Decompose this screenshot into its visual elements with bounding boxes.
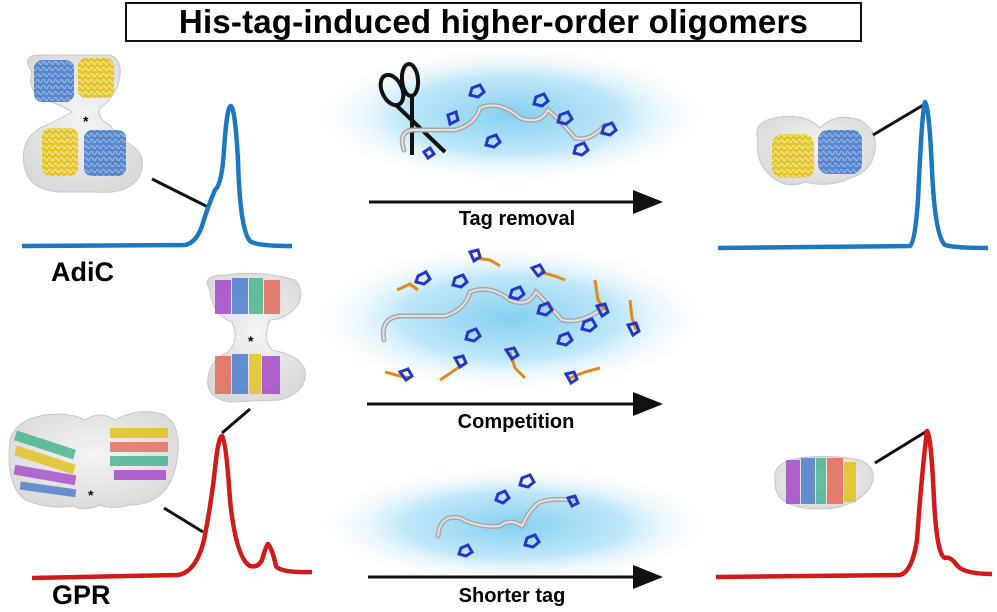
- gpr-oligomer-map-top: *: [206, 272, 306, 403]
- adic-pointer-left: [151, 177, 211, 210]
- free-histidine-icon: [384, 248, 641, 386]
- gpr-pointer-side: [163, 506, 204, 534]
- interface-asterisk: *: [248, 333, 254, 349]
- adic-monomer-map: [756, 115, 876, 186]
- interface-asterisk: *: [88, 487, 94, 503]
- strategy-label-tag-removal: Tag removal: [459, 208, 575, 230]
- short-peptide-icon: [435, 473, 580, 558]
- halo-competition: [310, 243, 710, 393]
- page-title: His-tag-induced higher-order oligomers: [178, 3, 809, 40]
- halo-tag-removal: [312, 45, 712, 185]
- his-tag-peptide-long: [399, 83, 618, 161]
- gpr-pointer-right: [874, 429, 928, 465]
- his-tag-peptide-long-competition: [380, 273, 603, 347]
- adic-trace-left: [21, 103, 293, 249]
- protein-label-gpr: GPR: [52, 580, 111, 610]
- protein-label-adic: AdiC: [51, 257, 114, 287]
- title-box: His-tag-induced higher-order oligomers: [125, 2, 862, 42]
- interface-asterisk: *: [83, 113, 89, 129]
- adic-trace-right: [717, 99, 989, 251]
- gpr-pointer-top: [221, 407, 251, 435]
- gpr-monomer-map: [774, 455, 874, 510]
- gpr-oligomer-map-side: *: [8, 410, 179, 510]
- adic-oligomer-map: *: [22, 54, 143, 193]
- adic-pointer-right: [872, 102, 926, 137]
- gpr-trace-left: [31, 433, 313, 581]
- strategy-label-shorter-tag: Shorter tag: [459, 585, 566, 607]
- gpr-trace-right: [715, 428, 993, 580]
- strategy-label-competition: Competition: [458, 411, 575, 433]
